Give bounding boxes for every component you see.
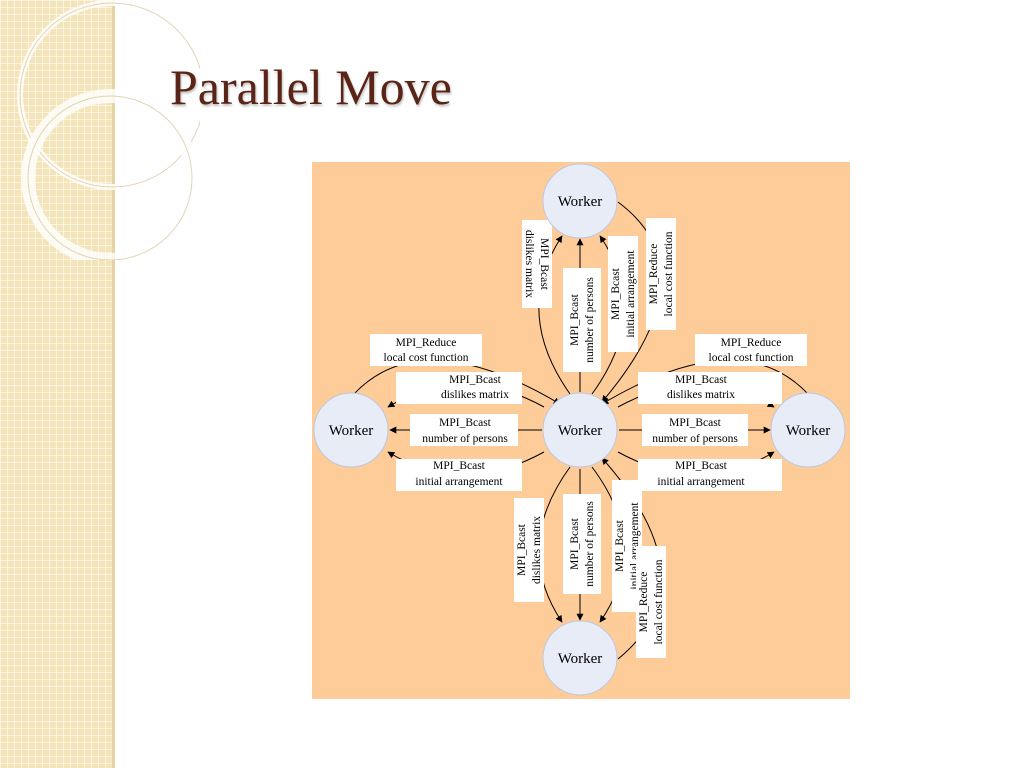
worker-node-right: Worker (770, 392, 846, 468)
label-top-arrangement-line2: initial arrangement (625, 250, 637, 338)
worker-node-right-label: Worker (786, 423, 831, 439)
label-right-arrangement-line2: initial arrangement (657, 476, 745, 488)
label-bottom-dislikes: MPI_Bcast dislikes matrix (514, 498, 544, 602)
label-bottom-arrangement-line1: MPI_Bcast (614, 519, 626, 572)
worker-node-top-label: Worker (558, 194, 603, 210)
label-left-arrangement-line1: MPI_Bcast (433, 460, 486, 472)
side-band-edge (112, 0, 115, 768)
label-bottom-reduce-line2: local cost function (653, 559, 665, 644)
label-bottom-dislikes-line2: dislikes matrix (531, 516, 543, 584)
label-right-arrangement-line1: MPI_Bcast (675, 460, 728, 472)
label-right-persons-line1: MPI_Bcast (669, 417, 722, 429)
worker-node-bottom-label: Worker (558, 651, 603, 667)
communication-diagram: MPI_Reduce local cost function MPI_Bcast… (313, 163, 846, 696)
worker-node-top: Worker (542, 163, 618, 239)
decorative-rings (17, 0, 200, 260)
slide-title: Parallel Move (170, 59, 452, 115)
label-bottom-reduce-line1: MPI_Reduce (638, 572, 650, 633)
label-left-arrangement: MPI_Bcast initial arrangement (396, 459, 522, 491)
worker-node-left-label: Worker (329, 423, 374, 439)
label-right-reduce-line2: local cost function (709, 352, 794, 364)
label-right-persons: MPI_Bcast number of persons (642, 414, 748, 446)
label-top-reduce: MPI_Reduce local cost function (646, 218, 676, 330)
worker-node-left: Worker (313, 392, 389, 468)
label-top-dislikes-line1: MPI_Bcast (538, 238, 550, 291)
label-top-reduce-line2: local cost function (663, 231, 675, 316)
label-top-persons-line1: MPI_Bcast (569, 293, 581, 346)
label-left-persons-line2: number of persons (422, 433, 508, 445)
label-bottom-reduce: MPI_Reduce local cost function (636, 546, 666, 658)
label-right-dislikes: MPI_Bcast dislikes matrix (638, 372, 782, 404)
label-bottom-persons-line2: number of persons (584, 501, 596, 587)
label-right-reduce-line1: MPI_Reduce (721, 337, 782, 349)
worker-node-center-label: Worker (558, 423, 603, 439)
label-left-reduce-line1: MPI_Reduce (396, 337, 457, 349)
decorative-side-band (0, 0, 112, 768)
label-right-persons-line2: number of persons (652, 433, 738, 445)
label-bottom-dislikes-line1: MPI_Bcast (516, 523, 528, 576)
label-left-arrangement-line2: initial arrangement (415, 476, 503, 488)
label-top-arrangement: MPI_Bcast initial arrangement (608, 236, 638, 352)
label-right-dislikes-line1: MPI_Bcast (675, 374, 728, 386)
label-top-persons: MPI_Bcast number of persons (563, 268, 601, 372)
label-top-dislikes: MPI_Bcast dislikes matrix (522, 220, 552, 308)
label-left-dislikes-line2: dislikes matrix (441, 389, 509, 401)
worker-node-bottom: Worker (542, 620, 618, 696)
label-top-reduce-line1: MPI_Reduce (648, 244, 660, 305)
label-right-reduce: MPI_Reduce local cost function (695, 334, 807, 366)
label-bottom-persons-line1: MPI_Bcast (569, 517, 581, 570)
label-top-persons-line2: number of persons (584, 277, 596, 363)
label-left-dislikes-line1: MPI_Bcast (449, 374, 502, 386)
label-top-arrangement-line1: MPI_Bcast (610, 267, 622, 320)
label-top-dislikes-line2: dislikes matrix (523, 230, 535, 298)
label-right-arrangement: MPI_Bcast initial arrangement (638, 459, 782, 491)
label-left-reduce: MPI_Reduce local cost function (370, 334, 482, 366)
worker-node-center: Worker (542, 392, 618, 468)
label-left-persons-line1: MPI_Bcast (439, 417, 492, 429)
label-left-reduce-line2: local cost function (384, 352, 469, 364)
label-bottom-persons: MPI_Bcast number of persons (563, 494, 601, 594)
label-left-persons: MPI_Bcast number of persons (410, 414, 518, 446)
label-right-dislikes-line2: dislikes matrix (667, 389, 735, 401)
label-left-dislikes: MPI_Bcast dislikes matrix (396, 372, 522, 404)
